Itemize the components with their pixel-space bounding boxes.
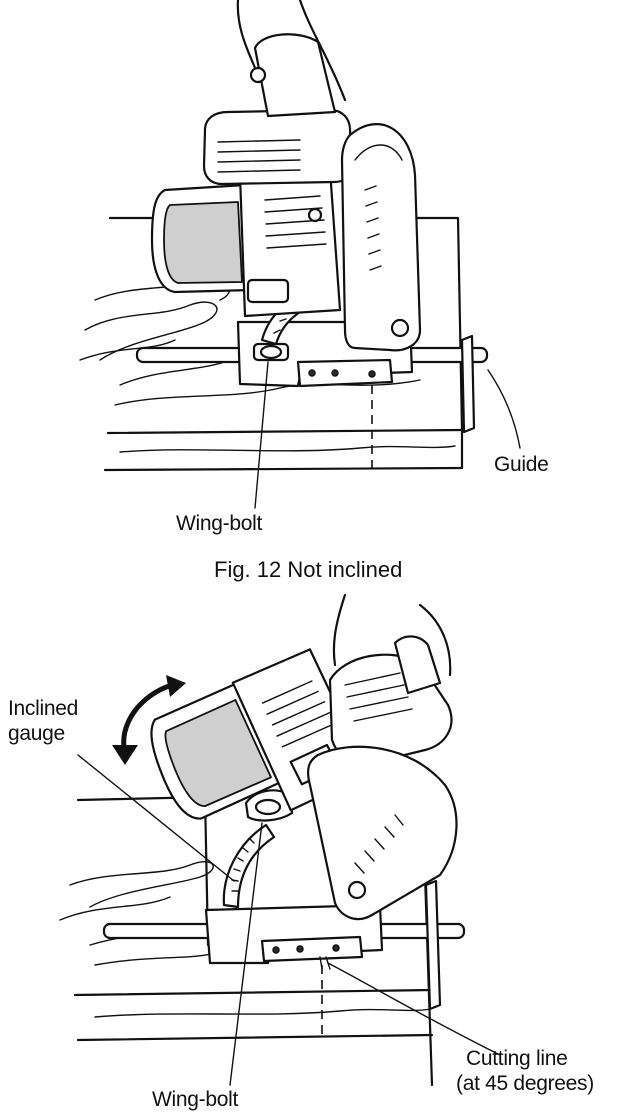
cutting-line-leader-line [327, 962, 501, 1056]
guide-label: Guide [494, 453, 549, 476]
inclined-gauge-label-line1: Inclined [8, 697, 78, 720]
guide-leader-line [487, 369, 521, 449]
cutting-line-label-line2: (at 45 degrees) [456, 1072, 594, 1095]
wing-bolt-label: Wing-bolt [152, 1088, 238, 1111]
motor-housing [150, 168, 342, 318]
blade-guard [340, 123, 422, 352]
wing-bolt-knob [244, 789, 294, 822]
tilt-direction-arrow [112, 675, 186, 765]
figure-caption: Fig. 12 Not inclined [214, 557, 403, 582]
saw-not-inclined-illustration [79, 0, 521, 509]
wing-bolt-knob [252, 342, 290, 362]
figure-inclined: Inclined gauge Wing-bolt Cutting line (a… [0, 585, 639, 1118]
wing-bolt-leader-line [229, 822, 263, 1086]
figure-not-inclined: Guide Wing-bolt Fig. 12 Not inclined [79, 0, 549, 582]
saw-handle [202, 0, 354, 186]
wing-bolt-label: Wing-bolt [176, 512, 262, 535]
cutting-line-label-line1: Cutting line [466, 1047, 568, 1070]
blade-guard [307, 745, 458, 921]
saw-inclined-illustration [59, 593, 501, 1087]
wing-bolt-leader-line [254, 361, 269, 509]
inclined-gauge [222, 823, 276, 909]
inclined-gauge-leader-line [77, 754, 235, 882]
saw-handle [328, 593, 453, 765]
inclined-gauge-label-line2: gauge [8, 722, 65, 745]
